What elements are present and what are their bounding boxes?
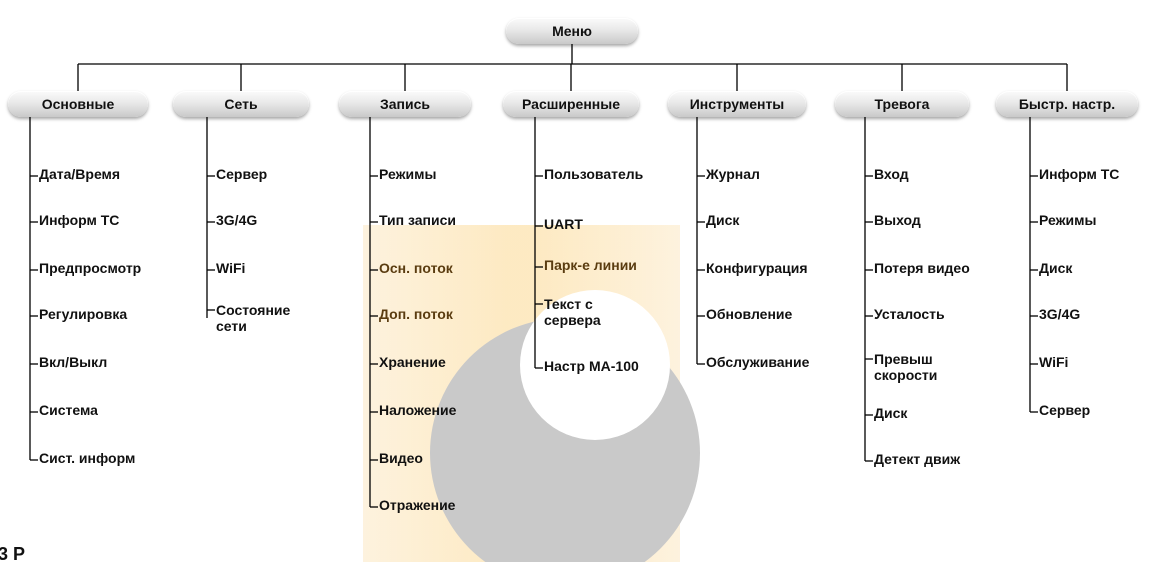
menu-item: 3G/4G <box>216 212 258 228</box>
menu-item-line: Текст с <box>544 296 593 312</box>
menu-item: UART <box>544 216 583 232</box>
menu-item: Пользователь <box>544 166 644 182</box>
root-node-menu: Меню <box>506 18 638 44</box>
menu-item: Режимы <box>379 166 437 182</box>
menu-item: Детект движ <box>874 451 961 467</box>
menu-item: Тип записи <box>379 212 456 228</box>
menu-item: Обновление <box>706 306 793 322</box>
menu-item: Доп. поток <box>379 306 453 322</box>
menu-item: 3G/4G <box>1039 306 1081 322</box>
menu-item: Вход <box>874 166 909 182</box>
menu-item-line: сети <box>216 318 247 334</box>
menu-item: Сервер <box>216 166 268 182</box>
menu-item: Наложение <box>379 402 457 418</box>
menu-item: WiFi <box>216 260 246 276</box>
menu-item: Вкл/Выкл <box>39 354 108 370</box>
category-node: Расширенные <box>503 91 639 117</box>
menu-item: Выход <box>874 212 921 228</box>
section-heading-partial: 3 Р <box>0 544 26 562</box>
menu-item: WiFi <box>1039 354 1069 370</box>
menu-item: Предпросмотр <box>39 260 142 276</box>
category-node: Быстр. настр. <box>996 91 1138 117</box>
menu-item: Отражение <box>379 497 456 513</box>
menu-item: Система <box>39 402 98 418</box>
category-node: Сеть <box>173 91 309 117</box>
menu-item: Хранение <box>379 354 446 370</box>
menu-item: Усталость <box>874 306 945 322</box>
menu-item: Потеря видео <box>874 260 970 276</box>
menu-item: Информ ТС <box>39 212 120 228</box>
menu-item: Диск <box>874 405 908 421</box>
category-node: Основные <box>8 91 148 117</box>
watermark-cutout <box>520 290 670 440</box>
menu-item: Осн. поток <box>379 260 453 276</box>
menu-item: Конфигурация <box>706 260 808 276</box>
menu-item: Сист. информ <box>39 450 136 466</box>
menu-item-line: Превыш <box>874 351 933 367</box>
menu-item: Настр MA-100 <box>544 358 639 374</box>
menu-item: Журнал <box>706 166 760 182</box>
menu-item: Информ ТС <box>1039 166 1120 182</box>
menu-item: Обслуживание <box>706 354 810 370</box>
menu-item-line: скорости <box>874 367 938 383</box>
category-node: Запись <box>339 91 471 117</box>
menu-item: Дата/Время <box>39 166 121 182</box>
menu-item: Режимы <box>1039 212 1097 228</box>
menu-item: Диск <box>1039 260 1073 276</box>
menu-item: Диск <box>706 212 740 228</box>
menu-item-line: сервера <box>544 312 601 328</box>
menu-item: Парк-е линии <box>544 257 637 273</box>
menu-item: Видео <box>379 450 423 466</box>
menu-item: Сервер <box>1039 402 1091 418</box>
menu-item: Регулировка <box>39 306 128 322</box>
menu-item-line: Состояние <box>216 302 291 318</box>
category-node: Тревога <box>835 91 969 117</box>
category-node: Инструменты <box>668 91 806 117</box>
